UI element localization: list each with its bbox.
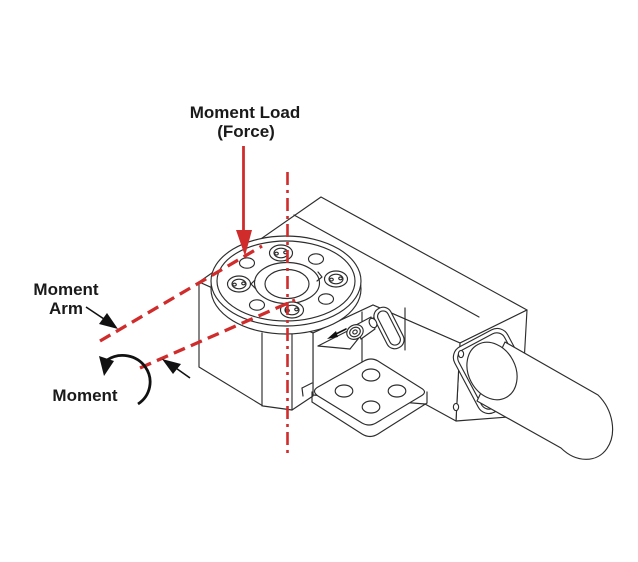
top-face-step-edge [293, 214, 480, 318]
motor-cylinder [466, 341, 614, 460]
moment-arm-dashed-line-lower [139, 298, 296, 370]
lower-line-arrowhead [162, 359, 181, 374]
diagram-labels: Moment Load (Force) Moment Arm Moment [33, 103, 300, 405]
top-mounting-flange [210, 235, 362, 335]
flange-hole [238, 257, 256, 269]
red-annotations [99, 146, 296, 453]
black-annotations [85, 306, 191, 406]
connector-pointer-line [335, 328, 347, 335]
end-face-hole [457, 349, 465, 359]
flange-hole [317, 293, 335, 305]
wall-slot [373, 306, 405, 350]
force-arrow-head [236, 230, 252, 256]
device-drawing [198, 196, 614, 460]
bracket-hole [334, 384, 354, 398]
moment-arm-dashed-line-upper [99, 244, 263, 343]
connector-shelf-edge [317, 345, 351, 350]
flange-screw [323, 270, 349, 288]
moment-arm-leader-line [85, 306, 105, 320]
bracket-hole [387, 384, 407, 398]
moment-arm-arrowhead [99, 313, 118, 329]
bracket-bottom-edge [311, 401, 428, 438]
moment-arc-arrowhead [99, 356, 114, 376]
bracket-top-face [313, 358, 426, 426]
bracket-hole [361, 400, 381, 414]
connector-pointer-arrowhead [327, 331, 338, 339]
bracket-hole [361, 368, 381, 382]
connector-plug [346, 316, 378, 340]
flange-hole [248, 299, 266, 311]
cylinder-base [466, 341, 518, 401]
bracket-step-edge [301, 387, 304, 397]
moment-arc-arrow [106, 354, 152, 406]
moment-arm-label-line2: Arm [49, 299, 83, 318]
moment-arm-label-line1: Moment [33, 280, 99, 299]
end-face-hole [452, 402, 460, 412]
flange-hole [307, 253, 325, 265]
mounting-bracket [301, 358, 428, 438]
flange-inner-rim [216, 240, 356, 322]
flange-screw [226, 275, 252, 293]
bracket-step-edge [301, 382, 313, 389]
flange-screw [268, 244, 294, 262]
front-pocket [317, 306, 406, 369]
moment-load-label-line1: Moment Load [190, 103, 301, 122]
moment-load-label-line2: (Force) [217, 122, 275, 141]
moment-label: Moment [52, 386, 118, 405]
bore-keyway-right [316, 271, 323, 282]
